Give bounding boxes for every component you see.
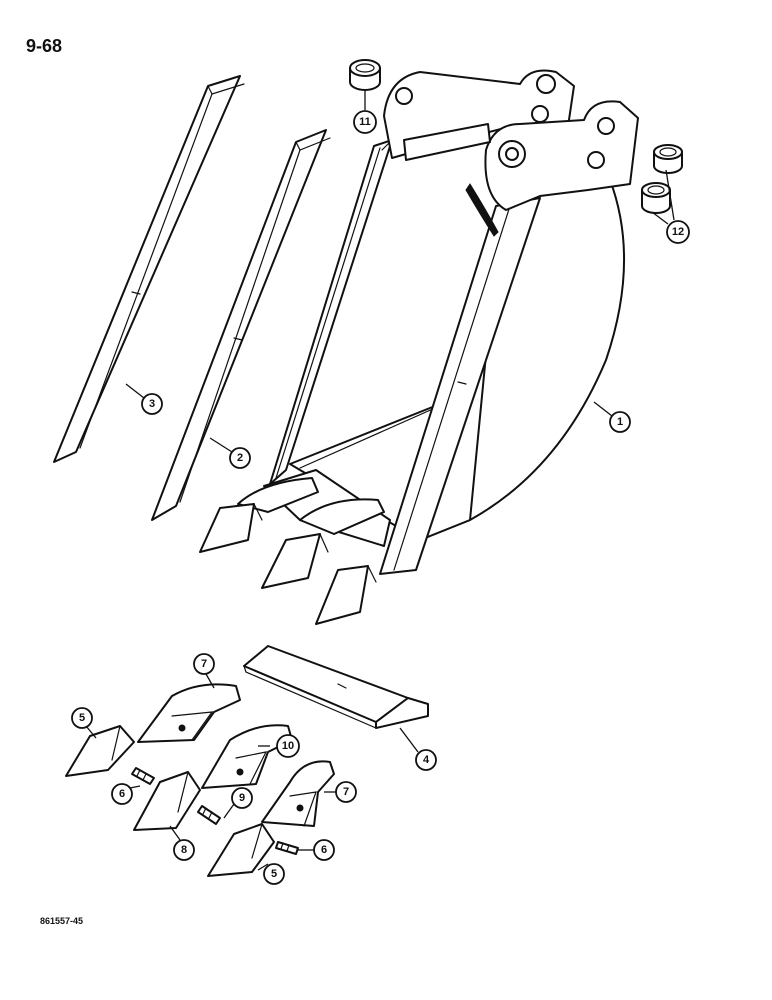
svg-text:6: 6 [321, 844, 327, 856]
pin-6a [131, 767, 155, 785]
svg-text:3: 3 [149, 398, 155, 410]
callout-2: 2 [229, 447, 251, 469]
callout-7-lower: 7 [335, 781, 357, 803]
callout-4: 4 [415, 749, 437, 771]
tooth-point-5a [65, 725, 135, 777]
svg-text:8: 8 [181, 844, 187, 856]
side-cutter-strip-3 [53, 75, 245, 463]
bucket-body-1 [199, 69, 639, 625]
callout-7-upper: 7 [193, 653, 215, 675]
svg-text:12: 12 [672, 226, 684, 238]
callout-6-lower: 6 [313, 839, 335, 861]
cutting-edge-4 [243, 645, 429, 729]
svg-text:5: 5 [271, 868, 277, 880]
callout-3: 3 [141, 393, 163, 415]
svg-text:2: 2 [237, 452, 243, 464]
callout-10: 10 [276, 734, 300, 758]
callout-12: 12 [666, 220, 690, 244]
svg-text:5: 5 [79, 712, 85, 724]
svg-text:4: 4 [423, 754, 430, 766]
tooth-adapter-7b [261, 760, 335, 827]
tooth-point-5b [207, 823, 275, 877]
figure-code: 861557-45 [40, 916, 84, 926]
svg-text:7: 7 [201, 658, 207, 670]
svg-text:9: 9 [239, 792, 245, 804]
callout-1: 1 [609, 411, 631, 433]
svg-text:1: 1 [617, 416, 623, 428]
callout-8: 8 [173, 839, 195, 861]
callout-9: 9 [231, 787, 253, 809]
callout-5-lower: 5 [263, 863, 285, 885]
bushings-12 [641, 144, 683, 214]
callout-6-upper: 6 [111, 783, 133, 805]
svg-text:11: 11 [359, 116, 371, 128]
tooth-adapter-10 [201, 724, 293, 789]
tooth-point-8 [133, 771, 201, 831]
tooth-adapter-7a [137, 683, 241, 743]
svg-text:10: 10 [282, 740, 294, 752]
leader-lines [85, 90, 675, 871]
svg-text:7: 7 [343, 786, 349, 798]
svg-text:6: 6 [119, 788, 125, 800]
callout-5-upper: 5 [71, 707, 93, 729]
pin-6b [275, 841, 299, 855]
bushing-11 [349, 59, 381, 91]
pin-9 [197, 805, 221, 825]
callout-11: 11 [353, 110, 377, 134]
page-number: 9-68 [26, 36, 63, 56]
side-cutter-strip-2 [151, 129, 331, 521]
